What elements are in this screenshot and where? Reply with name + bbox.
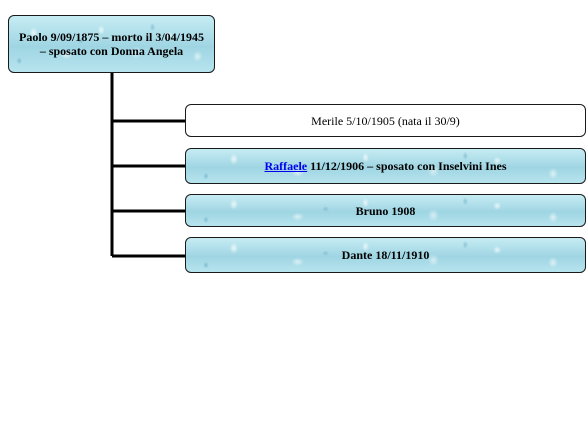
child-node-label-rest: 11/12/1906 – sposato con Inselvini Ines: [307, 159, 507, 173]
child-node-label: Bruno 1908: [355, 203, 416, 218]
child-node-label: Raffaele 11/12/1906 – sposato con Inselv…: [264, 159, 506, 173]
child-node-raffaele: Raffaele 11/12/1906 – sposato con Inselv…: [185, 148, 586, 184]
child-node-merile: Merile 5/10/1905 (nata il 30/9): [185, 104, 586, 137]
child-node-label: Merile 5/10/1905 (nata il 30/9): [311, 113, 460, 128]
child-node-bruno: Bruno 1908: [185, 194, 586, 227]
child-node-dante: Dante 18/11/1910: [185, 237, 586, 273]
child-node-label: Dante 18/11/1910: [341, 248, 430, 262]
raffaele-link[interactable]: Raffaele: [264, 159, 308, 173]
root-node-paolo: Paolo 9/09/1875 – morto il 3/04/1945 – s…: [8, 15, 215, 73]
root-node-label: Paolo 9/09/1875 – morto il 3/04/1945 – s…: [19, 30, 204, 58]
